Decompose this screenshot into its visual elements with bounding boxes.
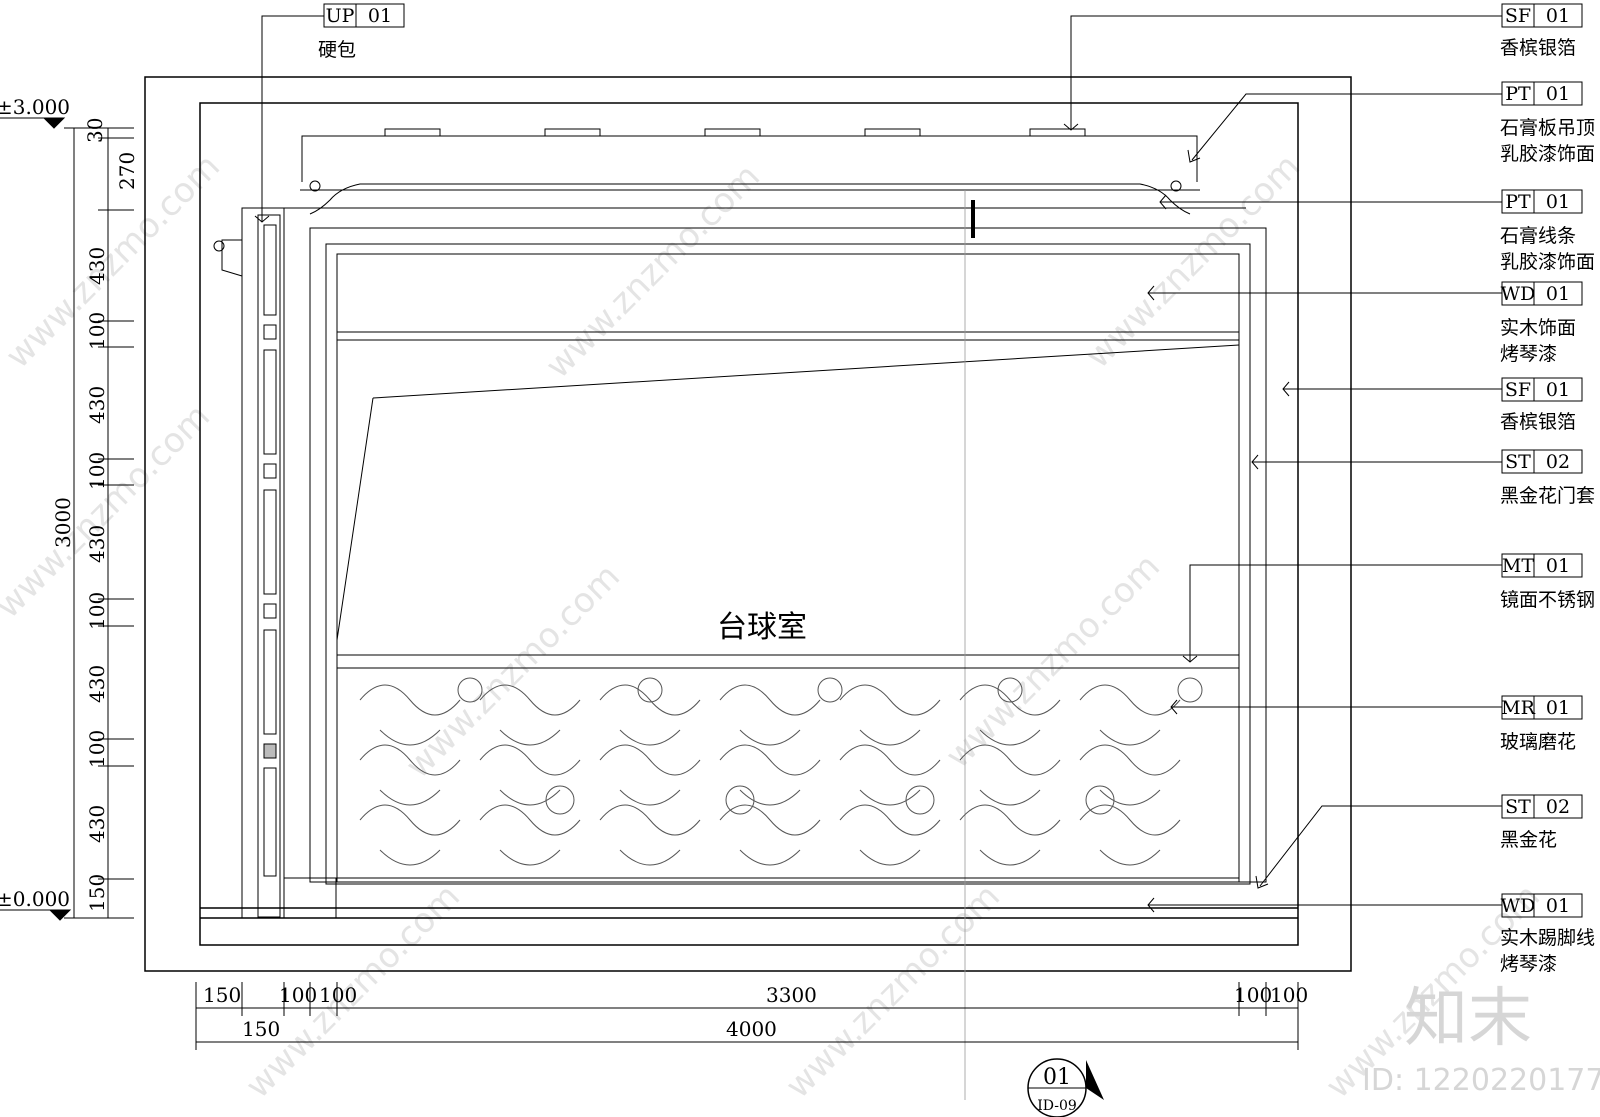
hdim-sub: 150 [242, 1017, 280, 1041]
tag-pt01-moulding: PT 01 石膏线条 乳胶漆饰面 [1500, 189, 1595, 273]
tag-sf01-top: SF 01 香槟银箔 [1500, 3, 1583, 59]
vdim: 430 [85, 665, 109, 703]
tag-desc: 实木饰面 [1500, 317, 1576, 339]
tag-desc: 黑金花 [1500, 829, 1557, 851]
tag-desc: 镜面不锈钢 [1500, 589, 1595, 611]
section-num: 01 [1043, 1065, 1071, 1090]
vdim: 430 [85, 247, 109, 285]
tag-desc-2: 烤琴漆 [1500, 343, 1557, 365]
tag-desc: 玻璃磨花 [1500, 731, 1576, 753]
vdim: 430 [85, 386, 109, 424]
tag-desc-2: 乳胶漆饰面 [1500, 251, 1595, 273]
left-panel-column [213, 207, 337, 919]
hdim: 100 [1270, 983, 1308, 1007]
tag-desc: 香槟银箔 [1500, 411, 1576, 433]
tag-num: 01 [1546, 191, 1570, 213]
tag-num: 02 [1546, 796, 1570, 818]
tag-num: 01 [368, 5, 392, 27]
tag-code: ST [1505, 796, 1531, 818]
hdim: 150 [203, 983, 241, 1007]
hdim: 100 [279, 983, 317, 1007]
tag-num: 01 [1546, 379, 1570, 401]
tag-desc: 香槟银箔 [1500, 37, 1576, 59]
tag-code: MT [1502, 555, 1534, 577]
vdim: 30 [83, 118, 107, 143]
section-sheet: ID-09 [1037, 1098, 1077, 1114]
horizontal-dimensions: 150 100 100 3300 100 100 150 4000 [195, 982, 1308, 1050]
level-top: ±3.000 [0, 95, 70, 119]
tag-mt01: MT 01 镜面不锈钢 [1500, 553, 1595, 611]
tag-st02-base: ST 02 黑金花 [1500, 794, 1583, 851]
hdim: 100 [1234, 983, 1272, 1007]
tag-code: SF [1505, 379, 1531, 401]
tag-sf01-mid: SF 01 香槟银箔 [1500, 377, 1583, 433]
etched-glass-pattern [336, 667, 1240, 879]
tag-up01: UP 01 硬包 [318, 3, 405, 61]
vertical-dimensions: 30 270 430 100 430 100 430 100 430 100 4… [51, 118, 139, 919]
tag-num: 01 [1546, 5, 1570, 27]
watermark-text: www.znzmo.com [0, 146, 228, 376]
tag-desc: 硬包 [318, 39, 356, 61]
tag-desc: 石膏板吊顶 [1500, 116, 1595, 139]
vdim-total: 3000 [51, 497, 75, 548]
vdim: 430 [85, 525, 109, 563]
vdim: 150 [85, 874, 109, 912]
tag-code: WD [1501, 283, 1536, 305]
hdim: 100 [319, 983, 357, 1007]
tag-wd01-skirting: WD 01 实木踢脚线 烤琴漆 [1500, 893, 1595, 975]
tag-desc: 黑金花门套 [1500, 485, 1595, 507]
vdim: 100 [85, 452, 109, 490]
wall-frame [144, 76, 1352, 972]
tag-code: ST [1505, 451, 1531, 473]
hdim-total: 4000 [726, 1017, 777, 1041]
watermark-id: ID: 1220220177 [1362, 1063, 1600, 1098]
watermark-text: www.znzmo.com [938, 546, 1168, 776]
tag-desc: 实木踢脚线 [1500, 927, 1595, 949]
vdim: 100 [85, 730, 109, 768]
tag-desc: 石膏线条 [1500, 224, 1576, 247]
leader-lines [254, 15, 1502, 913]
tag-code: SF [1505, 5, 1531, 27]
tag-code: UP [326, 5, 355, 27]
tag-code: PT [1505, 191, 1531, 213]
vdim: 430 [85, 805, 109, 843]
level-markers: ±3.000 ±0.000 [0, 95, 72, 921]
room-label: 台球室 [717, 610, 807, 645]
tag-num: 01 [1546, 697, 1570, 719]
level-bottom: ±0.000 [0, 887, 70, 911]
tag-desc-2: 乳胶漆饰面 [1500, 143, 1595, 165]
vdim: 270 [115, 152, 139, 190]
tag-code: WD [1501, 895, 1536, 917]
vdim: 100 [85, 312, 109, 350]
tag-pt01-ceiling: PT 01 石膏板吊顶 乳胶漆饰面 [1500, 81, 1595, 165]
tag-num: 01 [1546, 83, 1570, 105]
watermark-text: www.znzmo.com [1078, 146, 1308, 376]
watermark-text: www.znzmo.com [538, 156, 768, 386]
tag-wd01-veneer: WD 01 实木饰面 烤琴漆 [1500, 281, 1583, 365]
tag-code: PT [1505, 83, 1531, 105]
tag-code: MR [1501, 697, 1535, 719]
ceiling-cornice [278, 128, 1246, 238]
tag-st02-casing: ST 02 黑金花门套 [1500, 449, 1595, 507]
tag-desc-2: 烤琴漆 [1500, 953, 1557, 975]
tag-num: 01 [1546, 555, 1570, 577]
tag-num: 01 [1546, 283, 1570, 305]
brand-logo: 知末 [1404, 982, 1532, 1056]
vdim: 100 [85, 592, 109, 630]
tag-num: 02 [1546, 451, 1570, 473]
brand-watermark: 知末 ID: 1220220177 [1362, 982, 1600, 1098]
watermark-text: www.znzmo.com [398, 556, 628, 786]
tag-mr01: MR 01 玻璃磨花 [1500, 695, 1583, 753]
tag-num: 01 [1546, 895, 1570, 917]
hdim: 3300 [766, 983, 817, 1007]
section-marker: 01 ID-09 [1027, 1058, 1104, 1117]
